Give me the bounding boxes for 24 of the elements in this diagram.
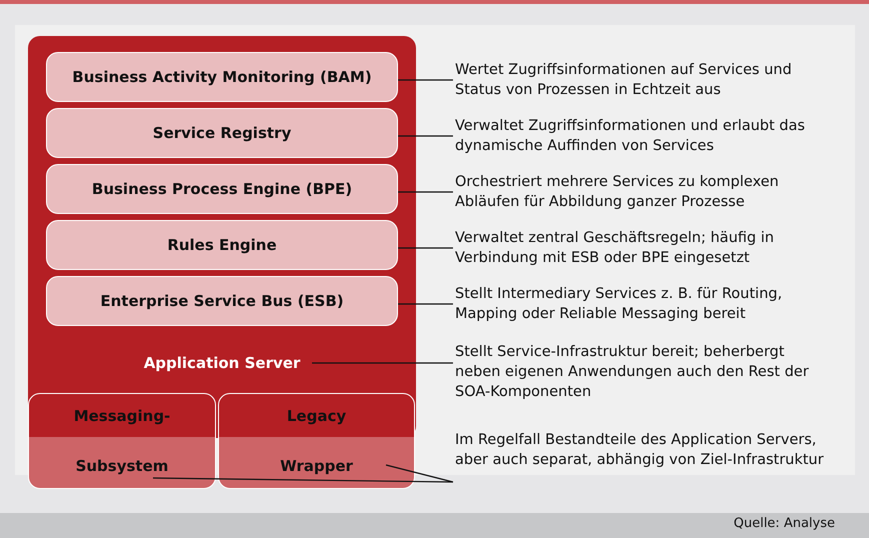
description-text: Verwaltet Zugriffsinformationen und erlaubt das dynamische Auffinden von Services <box>455 116 830 158</box>
layer-box: Rules Engine <box>46 220 398 270</box>
description-text: Im Regelfall Bestandteile des Application Servers, aber auch separat, abhängig von Ziel-Infrastruktur <box>455 430 830 492</box>
leader-line <box>312 362 453 364</box>
block-title: Application Server <box>142 353 302 374</box>
leader-line <box>398 135 453 137</box>
layer-box: Business Activity Monitoring (BAM) <box>46 52 398 102</box>
description-text: Stellt Intermediary Services z. B. für Routing, Mapping oder Reliable Messaging bereit <box>455 284 830 326</box>
layer-box: Business Process Engine (BPE) <box>46 164 398 214</box>
component-box: Legacy Wrapper <box>218 393 415 489</box>
description-text: Wertet Zugriffsinformationen auf Services und Status von Prozessen in Echtzeit aus <box>455 60 830 102</box>
description-text: Verwaltet zentral Geschäftsregeln; häufig in Verbindung mit ESB oder BPE eingesetzt <box>455 228 830 270</box>
description-text: Stellt Service-Infrastruktur bereit; beherbergt neben eigenen Anwendungen auch den Rest der SOA-Komponenten <box>455 342 830 404</box>
source-note: Quelle: Analyse <box>734 516 835 531</box>
leader-line <box>153 477 453 483</box>
component-box: Messaging-Subsystem <box>28 393 216 489</box>
leader-line <box>398 303 453 305</box>
leader-line <box>398 191 453 193</box>
description-text: Orchestriert mehrere Services zu komplexen Abläufen für Abbildung ganzer Prozesse <box>455 172 830 214</box>
layer-box: Enterprise Service Bus (ESB) <box>46 276 398 326</box>
leader-line <box>398 247 453 249</box>
layer-box: Service Registry <box>46 108 398 158</box>
leader-line <box>398 79 453 81</box>
leader-line <box>386 464 454 483</box>
